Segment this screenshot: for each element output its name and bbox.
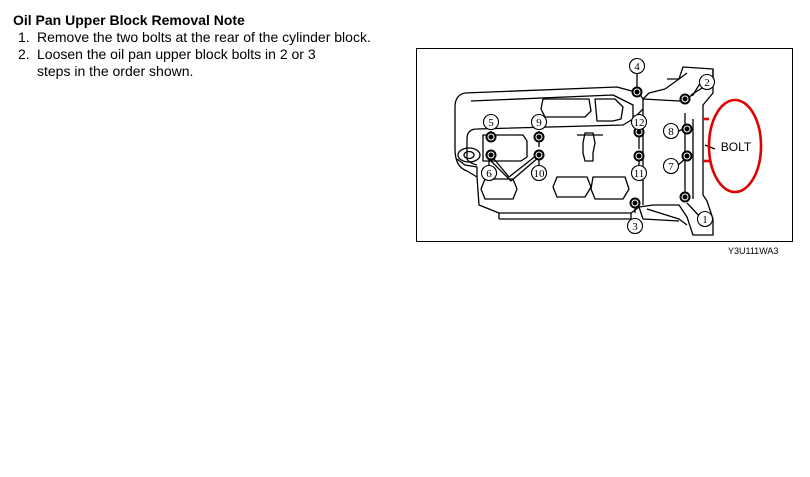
bolt-number-label: 9 [536,117,542,129]
bolt-head [533,131,545,143]
bolt-head [633,150,645,162]
figure-code: Y3U111WA3 [728,246,779,256]
bolt-number-label: 5 [488,117,494,129]
bolt-number-label: 1 [702,214,708,226]
step-text: Loosen the oil pan upper block bolts in … [37,46,316,62]
page-title: Oil Pan Upper Block Removal Note [13,12,245,28]
instruction-list: 1. Remove the two bolts at the rear of t… [18,29,371,80]
bolt-number-label: 6 [486,168,492,180]
bolt-number-label: 7 [668,161,674,173]
bolt-number-label: 10 [534,168,546,180]
pan-body [454,69,714,236]
bolt-number-label: 12 [634,117,645,129]
oil-pan-diagram: 4 2 5 9 12 8 7 6 10 11 1 3 BOLT [416,48,793,242]
step-number: 1. [18,29,30,45]
callout-label: BOLT [721,140,752,154]
bolt-head [631,86,643,98]
bolt-callout: BOLT [703,98,763,194]
step-text-continued: steps in the order shown. [37,63,194,79]
callout-ellipse [707,98,763,194]
oil-pan-drawing: 4 2 5 9 12 8 7 6 10 11 1 3 BOLT [454,57,763,236]
bolt-number-label: 4 [634,61,640,73]
step-text: Remove the two bolts at the rear of the … [37,29,371,45]
bolt-head [485,131,497,143]
step-item: 2. Loosen the oil pan upper block bolts … [18,46,371,80]
bolt-head [485,149,497,161]
bolt-head [679,191,691,203]
step-item: 1. Remove the two bolts at the rear of t… [18,29,371,46]
bolt-number-label: 2 [704,77,710,89]
bolt-head [629,197,641,209]
step-number: 2. [18,46,30,62]
bolt-head [533,149,545,161]
bolt-head [681,123,693,135]
bolt-number-label: 3 [632,221,638,233]
bolt-number-label: 8 [668,126,674,138]
bolt-number-label: 11 [634,168,645,180]
bolt-head [681,150,693,162]
bolt-head [679,93,691,105]
